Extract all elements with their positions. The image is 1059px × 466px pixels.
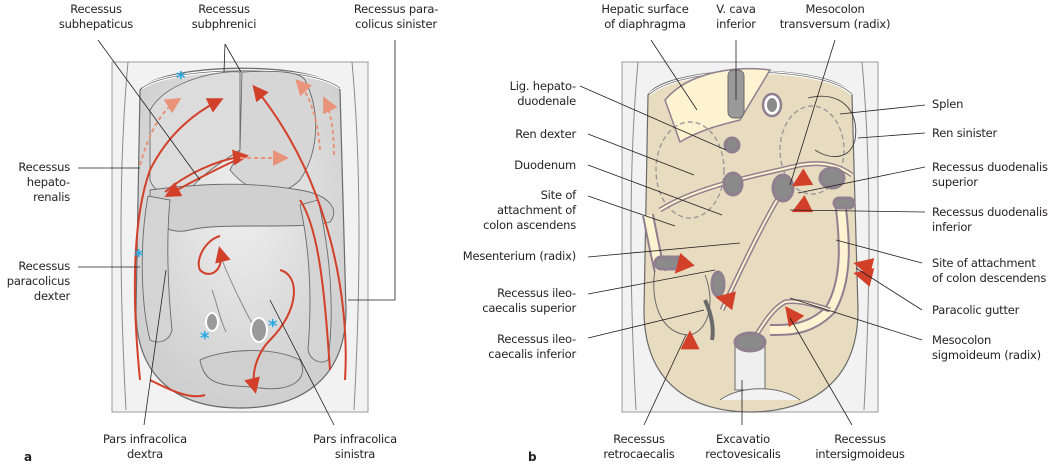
label-recessus-intersigmoideus: Recessus intersigmoideus xyxy=(815,432,905,461)
appendix xyxy=(703,299,715,341)
label-duodenum: Duodenum xyxy=(514,158,576,172)
recess-arrows xyxy=(674,168,875,350)
colon-descendens xyxy=(299,199,332,363)
flow-arrows-dashed xyxy=(139,79,338,166)
asterisk-icon: * xyxy=(200,328,210,349)
label-recessus-duodenalis-superior: Recessus duodenalis superior xyxy=(932,160,1048,189)
label-recessus-paracolicus-sinister: Recessus para- colicus sinister xyxy=(353,2,439,31)
label-site-colon-descendens: Site of attachment of colon descendens xyxy=(932,256,1047,285)
label-site-colon-ascendens: Site of attachment of colon ascendens xyxy=(483,188,576,232)
asterisk-markers: * * * * xyxy=(134,68,278,349)
duodenum-cut xyxy=(771,173,795,203)
colon-ascendens xyxy=(141,195,173,343)
label-recessus-duodenalis-inferior: Recessus duodenalis inferior xyxy=(932,205,1048,234)
leader-lines xyxy=(78,39,926,426)
label-recessus-retrocaecalis: Recessus retrocaecalis xyxy=(603,432,675,461)
label-recessus-hepatorenalis: Recessus hepato- renalis xyxy=(18,160,70,204)
panel-letter-b: b xyxy=(528,450,537,464)
label-recessus-ileocaecalis-inferior: Recessus ileo- caecalis inferior xyxy=(488,332,576,361)
label-mesocolon-sigmoideum: Mesocolon sigmoideum (radix) xyxy=(932,333,1041,362)
label-recessus-paracolicus-dexter: Recessus paracolicus dexter xyxy=(6,259,70,303)
label-recessus-ileocaecalis-superior: Recessus ileo- caecalis superior xyxy=(482,286,576,315)
ren-dexter xyxy=(655,121,725,219)
panel-letter-a: a xyxy=(24,450,33,464)
label-excavatio-rectovesicalis: Excavatio rectovesicalis xyxy=(705,432,781,461)
label-mesenterium-radix: Mesenterium (radix) xyxy=(462,249,576,263)
label-paracolic-gutter: Paracolic gutter xyxy=(932,303,1020,317)
panel-b-illustration xyxy=(621,61,879,413)
asterisk-icon: * xyxy=(134,246,144,267)
asterisk-icon: * xyxy=(268,316,278,337)
label-ren-dexter: Ren dexter xyxy=(515,127,576,141)
panel-a-illustration xyxy=(111,61,369,413)
label-pars-infracolica-sinistra: Pars infracolica sinistra xyxy=(312,432,398,461)
flow-arrows-solid xyxy=(133,84,347,398)
label-splen: Splen xyxy=(932,97,964,111)
splen xyxy=(807,95,857,157)
asterisk-icon: * xyxy=(176,68,186,89)
label-ren-sinister: Ren sinister xyxy=(932,126,998,140)
label-pars-infracolica-dextra: Pars infracolica dextra xyxy=(102,432,188,461)
label-recessus-subphrenici: Recessus subphrenici xyxy=(191,2,257,31)
label-lig-hepatoduodenale: Lig. hepato- duodenale xyxy=(509,79,577,108)
label-hepatic-surface-diaphragma: Hepatic surface of diaphragma xyxy=(601,2,689,31)
transverse-colon xyxy=(149,183,335,232)
sigmoid xyxy=(199,350,303,390)
label-recessus-subhepaticus: Recessus subhepaticus xyxy=(58,2,134,31)
label-mesocolon-transversum: Mesocolon transversum (radix) xyxy=(779,2,891,31)
ren-sinister xyxy=(779,105,845,195)
label-v-cava-inferior: V. cava inferior xyxy=(716,2,756,31)
